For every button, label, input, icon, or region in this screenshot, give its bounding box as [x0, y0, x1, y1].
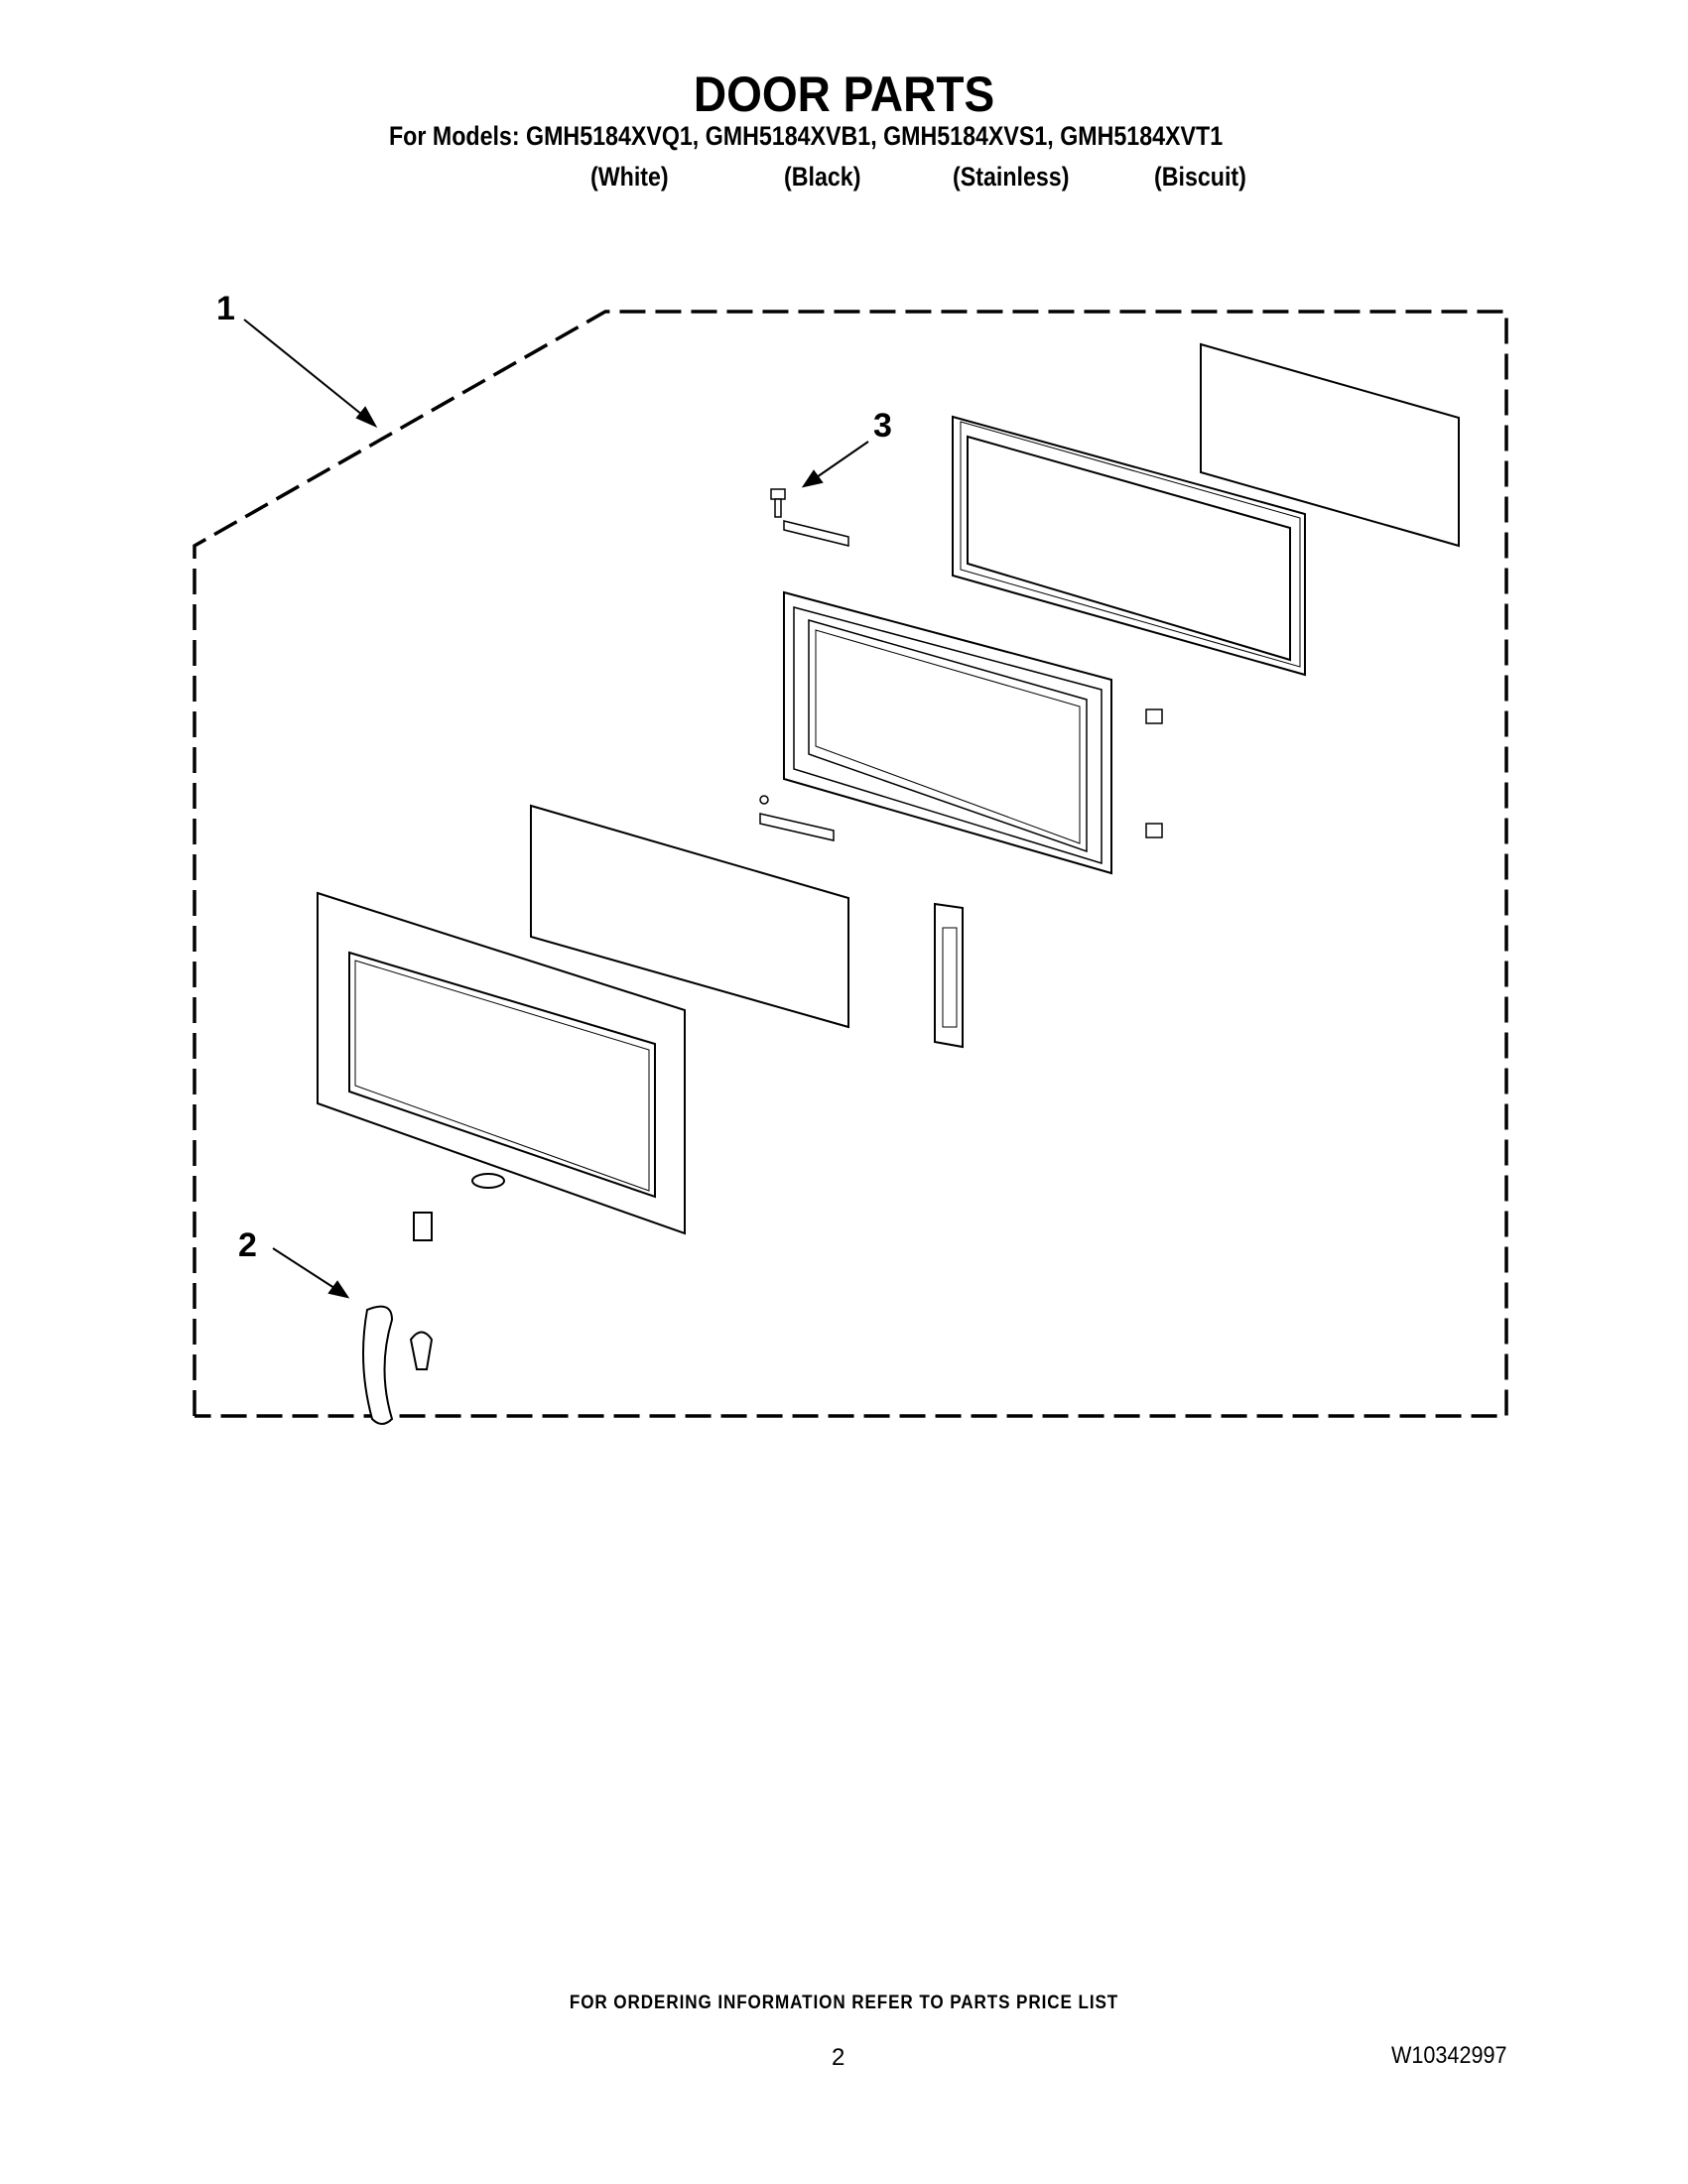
hinges: [1145, 708, 1163, 838]
door-handle: [362, 1212, 434, 1425]
models-line: For Models: GMH5184XVQ1, GMH5184XVB1, GM…: [389, 121, 1224, 151]
front-glass-panel: [530, 804, 849, 1029]
color-biscuit: (Biscuit): [1154, 162, 1246, 192]
color-black: (Black): [784, 162, 861, 192]
page-title: DOOR PARTS: [693, 66, 995, 122]
color-white: (White): [590, 162, 669, 192]
page-number: 2: [832, 2044, 845, 2071]
callout-arrows: [243, 319, 869, 1299]
callout-2: 2: [238, 1226, 257, 1264]
rear-glass-panel: [1200, 342, 1460, 548]
ordering-note: FOR ORDERING INFORMATION REFER TO PARTS …: [569, 1992, 1119, 2013]
latch-block: [934, 902, 964, 1049]
outer-door: [317, 891, 686, 1235]
choke-frame: [952, 415, 1306, 677]
callout-1: 1: [216, 290, 235, 327]
callout-3: 3: [873, 407, 892, 445]
screw-and-bracket: [759, 488, 849, 841]
color-stainless: (Stainless): [953, 162, 1070, 192]
document-number: W10342997: [1391, 2042, 1507, 2069]
assembly-boundary: [193, 310, 1508, 1418]
inner-door-frame: [783, 590, 1112, 875]
